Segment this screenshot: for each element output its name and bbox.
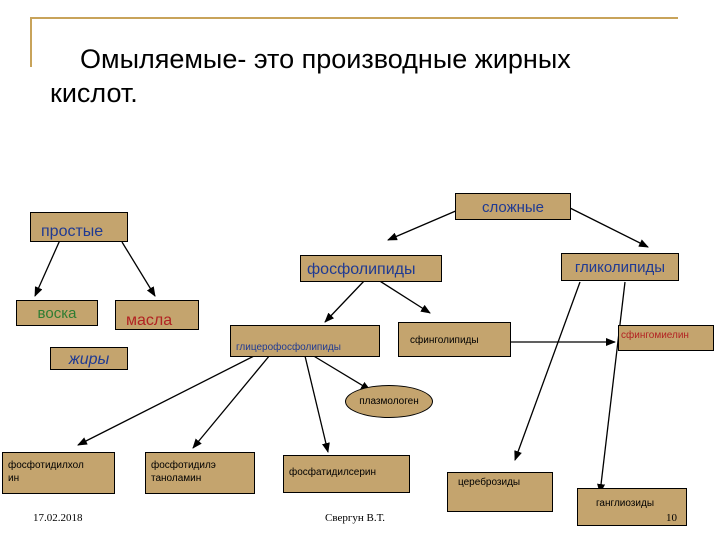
arrow-glikolipidy-to-cerebrozidy [514, 281, 581, 461]
node-glicerofosfolipidy: глицерофосфолипиды [230, 325, 380, 357]
node-glikolipidy: гликолипиды [561, 253, 679, 281]
title-line-2: кислот. [50, 78, 138, 108]
node-fosfatidilserin: фосфатидилсерин [283, 455, 410, 493]
node-fosfotidiletanolamin-line2: таноламин [151, 473, 202, 484]
node-fosfotidilholin: фосфотидилхол ин [2, 452, 115, 494]
arrow-glicero-to-holin [77, 351, 263, 446]
node-slozhnye: сложные [455, 193, 571, 220]
frame-left-line [30, 17, 32, 67]
node-glikolipidy-label: гликолипиды [574, 259, 666, 276]
node-plazmologen-label: плазмологен [359, 396, 419, 407]
node-plazmologen: плазмологен [345, 385, 433, 418]
node-prostye-label: простые [41, 223, 104, 240]
frame-top-line [30, 17, 678, 19]
arrow-glikolipidy-to-gangliozidy [597, 281, 626, 494]
arrow-slozhnye-to-glikolipidy [569, 207, 649, 248]
node-prostye: простые [30, 212, 128, 242]
node-fosfolipidy-label: фосфолипиды [307, 261, 416, 278]
node-sfingomielin-label: сфингомиелин [621, 330, 689, 341]
arrow-prostye-to-voska [34, 239, 61, 297]
arrow-glicero-to-etanolamin [192, 354, 271, 449]
slide-title: Омыляемые- это производные жирных кислот… [50, 42, 690, 110]
node-zhiry-label: жиры [68, 351, 110, 368]
node-gangliozidy: ганглиозиды [577, 488, 687, 526]
node-cerebrozidy: цереброзиды [447, 472, 553, 512]
node-gangliozidy-label: ганглиозиды [596, 498, 655, 509]
node-fosfatidilserin-label: фосфатидилсерин [289, 467, 377, 478]
node-masla-label: масла [126, 312, 173, 329]
node-fosfotidiletanolamin: фосфотидилэ таноламин [145, 452, 255, 494]
node-voska-label: воска [37, 305, 77, 322]
node-sfingolipidy: сфинголипиды [398, 322, 511, 357]
footer-date: 17.02.2018 [33, 512, 83, 524]
node-voska: воска [16, 300, 98, 326]
arrow-fosfolipidy-to-glicero [324, 279, 366, 323]
footer-author: Свергун В.Т. [325, 512, 385, 524]
arrow-glicero-to-plazmologen [311, 354, 371, 391]
arrow-glicero-to-serin [304, 355, 330, 453]
node-glicerofosfolipidy-label: глицерофосфолипиды [236, 342, 341, 353]
node-cerebrozidy-label: цереброзиды [458, 477, 521, 488]
node-zhiry: жиры [50, 347, 128, 370]
arrow-fosfolipidy-to-sfingo [374, 277, 431, 314]
node-slozhnye-label: сложные [481, 199, 545, 216]
node-masla: масла [115, 300, 199, 330]
node-fosfotidilholin-line2: ин [8, 473, 20, 484]
arrow-prostye-to-masla [121, 241, 156, 297]
footer-page-number: 10 [666, 512, 677, 524]
node-sfingomielin: сфингомиелин [618, 325, 714, 351]
node-fosfolipidy: фосфолипиды [300, 255, 442, 282]
arrow-slozhnye-to-fosfolipidy [387, 209, 459, 241]
node-fosfotidilholin-line1: фосфотидилхол [8, 460, 84, 471]
node-sfingolipidy-label: сфинголипиды [410, 335, 479, 346]
node-fosfotidiletanolamin-line1: фосфотидилэ [151, 460, 216, 471]
title-line-1: Омыляемые- это производные жирных [80, 44, 571, 74]
